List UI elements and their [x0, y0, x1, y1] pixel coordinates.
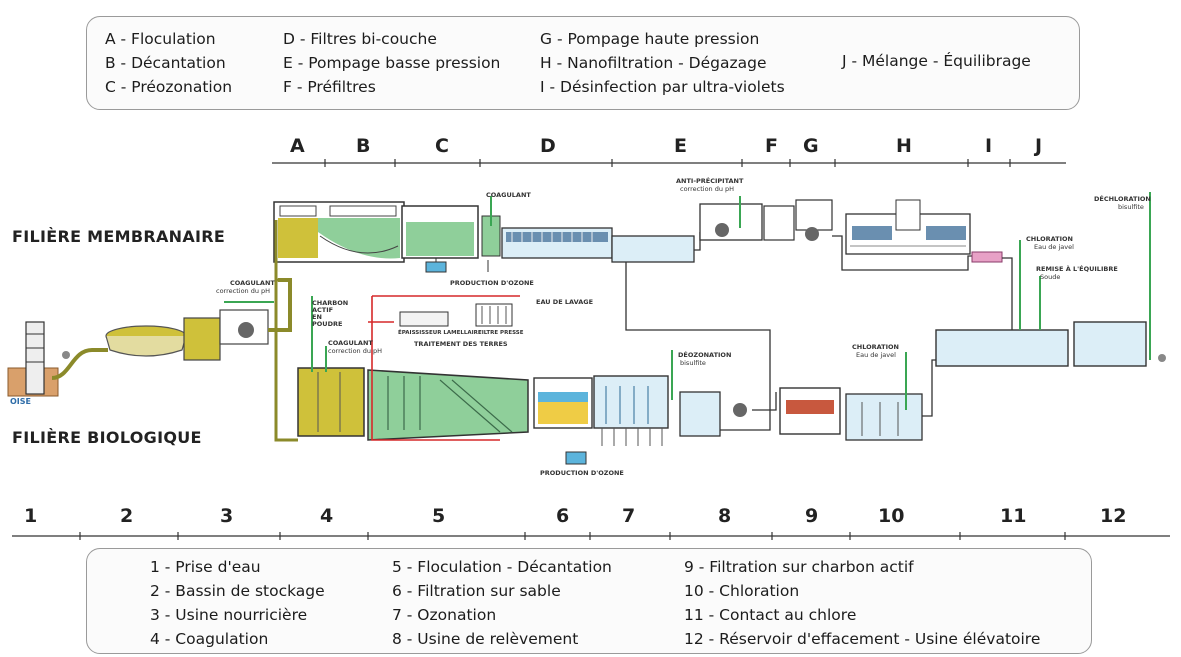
legend-item-10: 10 - Chloration: [684, 582, 800, 600]
stage-number-4: 4: [320, 505, 334, 527]
preozonation-tank: [401, 205, 479, 273]
stage-number-9: 9: [805, 505, 819, 527]
label-deozonation: DÉOZONATION: [678, 351, 732, 359]
label-dechloration: DÉCHLORATION: [1094, 195, 1151, 203]
uv-reactor: [971, 251, 1003, 263]
label-anti-precipitant-sub: correction du pH: [680, 185, 735, 193]
label-deozonation-sub: bisulfite: [680, 359, 706, 367]
label-chloration-bottom: CHLORATION: [852, 343, 899, 351]
ozonation-tank: [593, 350, 673, 446]
legend-item-8: 8 - Usine de relèvement: [392, 630, 579, 648]
label-remise-equilibre-sub: Soude: [1040, 273, 1061, 281]
storage-basin: [51, 325, 187, 380]
stage-letter-g: G: [803, 135, 819, 157]
feeder-plant: [183, 278, 292, 361]
legend-item-a: A - Floculation: [105, 30, 216, 48]
label-coagulant-left: COAGULANT: [230, 279, 275, 287]
filter-press: [475, 303, 513, 327]
stage-letter-j: J: [1035, 135, 1043, 157]
legend-item-4: 4 - Coagulation: [150, 630, 269, 648]
membrane-flocculation-decanter: [273, 201, 405, 263]
nanofiltration-unit: [845, 199, 971, 255]
prefilters-hp-pump: [763, 199, 976, 271]
stage-letter-i: I: [985, 135, 993, 157]
stage-number-6: 6: [556, 505, 570, 527]
stage-number-7: 7: [622, 505, 636, 527]
sand-filter: [533, 377, 593, 465]
legend-item-6: 6 - Filtration sur sable: [392, 582, 561, 600]
stage-number-11: 11: [1000, 505, 1027, 527]
stage-letter-h: H: [896, 135, 912, 157]
label-production-ozone-bottom: PRODUCTION D'OZONE: [540, 469, 624, 477]
stage-number-1: 1: [24, 505, 38, 527]
label-coagulant-left-sub: correction du pH: [216, 287, 271, 295]
stage-letter-f: F: [765, 135, 778, 157]
sludge-lines: [368, 295, 520, 441]
label-epaississeur: ÉPAISSISSEUR LAMELLAIRE: [398, 330, 482, 336]
stage-number-2: 2: [120, 505, 134, 527]
legend-item-d: D - Filtres bi-couche: [283, 30, 437, 48]
stage-number-12: 12: [1100, 505, 1127, 527]
chlorine-contact-tank: [935, 240, 1069, 367]
label-chloration-top-sub: Eau de javel: [1034, 243, 1074, 251]
stage-letter-e: E: [674, 135, 687, 157]
source-label: OISE: [10, 397, 32, 406]
legend-item-f: F - Préfiltres: [283, 78, 376, 96]
legend-item-h: H - Nanofiltration - Dégazage: [540, 54, 767, 72]
stage-number-5: 5: [432, 505, 446, 527]
intake-structure: [7, 321, 70, 397]
legend-item-11: 11 - Contact au chlore: [684, 606, 857, 624]
stage-number-10: 10: [878, 505, 905, 527]
label-remise-equilibre: REMISE À L'ÉQUILIBRE: [1036, 265, 1118, 273]
stage-letter-a: A: [290, 135, 305, 157]
legend-top: [86, 16, 1080, 110]
legend-item-12: 12 - Réservoir d'effacement - Usine élév…: [684, 630, 1041, 648]
legend-item-b: B - Décantation: [105, 54, 226, 72]
chlorination-tank: [845, 352, 940, 441]
legend-item-3: 3 - Usine nourricière: [150, 606, 308, 624]
label-anti-precipitant: ANTI-PRÉCIPITANT: [676, 177, 744, 185]
legend-item-g: G - Pompage haute pression: [540, 30, 760, 48]
storage-reservoir: [1073, 192, 1166, 367]
label-chloration-top: CHLORATION: [1026, 235, 1073, 243]
raw-water-main: [274, 278, 298, 442]
label-filtre-presse: FILTRE PRESSE: [478, 330, 524, 336]
flocculation-decantation-tank: [367, 369, 529, 441]
legend-bottom: [86, 548, 1092, 654]
legend-item-e: E - Pompage basse pression: [283, 54, 501, 72]
label-coagulant-mid-sub: correction du pH: [328, 347, 383, 355]
row-label-biological: FILIÈRE BIOLOGIQUE: [12, 428, 202, 447]
stage-number-3: 3: [220, 505, 234, 527]
label-coagulant-top: COAGULANT: [486, 191, 531, 199]
stage-letter-d: D: [540, 135, 556, 157]
row-label-membrane: FILIÈRE MEMBRANAIRE: [12, 227, 226, 246]
legend-item-2: 2 - Bassin de stockage: [150, 582, 325, 600]
legend-item-7: 7 - Ozonation: [392, 606, 497, 624]
label-chloration-bottom-sub: Eau de javel: [856, 351, 896, 359]
legend-item-5: 5 - Floculation - Décantation: [392, 558, 612, 576]
low-pressure-tank: [611, 196, 763, 263]
label-charbon-actif: CHARBON ACTIF EN POUDRE: [312, 299, 349, 328]
legend-item-9: 9 - Filtration sur charbon actif: [684, 558, 914, 576]
stage-letter-b: B: [356, 135, 371, 157]
label-coagulant-mid: COAGULANT: [328, 339, 373, 347]
sludge-thickener: [399, 311, 449, 327]
bilayer-filters: [481, 196, 613, 259]
legend-item-1: 1 - Prise d'eau: [150, 558, 261, 576]
label-dechloration-sub: bisulfite: [1118, 203, 1144, 211]
stage-letter-c: C: [435, 135, 449, 157]
lift-station: [625, 262, 777, 437]
label-eau-de-lavage: EAU DE LAVAGE: [536, 298, 594, 306]
coagulation-tank: [297, 296, 365, 437]
stage-number-8: 8: [718, 505, 732, 527]
legend-item-j: J - Mélange - Équilibrage: [842, 52, 1031, 70]
legend-item-c: C - Préozonation: [105, 78, 233, 96]
label-production-ozone-top: PRODUCTION D'OZONE: [450, 279, 534, 287]
label-traitement-terres: TRAITEMENT DES TERRES: [414, 340, 508, 348]
activated-carbon-filter: [779, 387, 841, 435]
legend-item-i: I - Désinfection par ultra-violets: [540, 78, 785, 96]
